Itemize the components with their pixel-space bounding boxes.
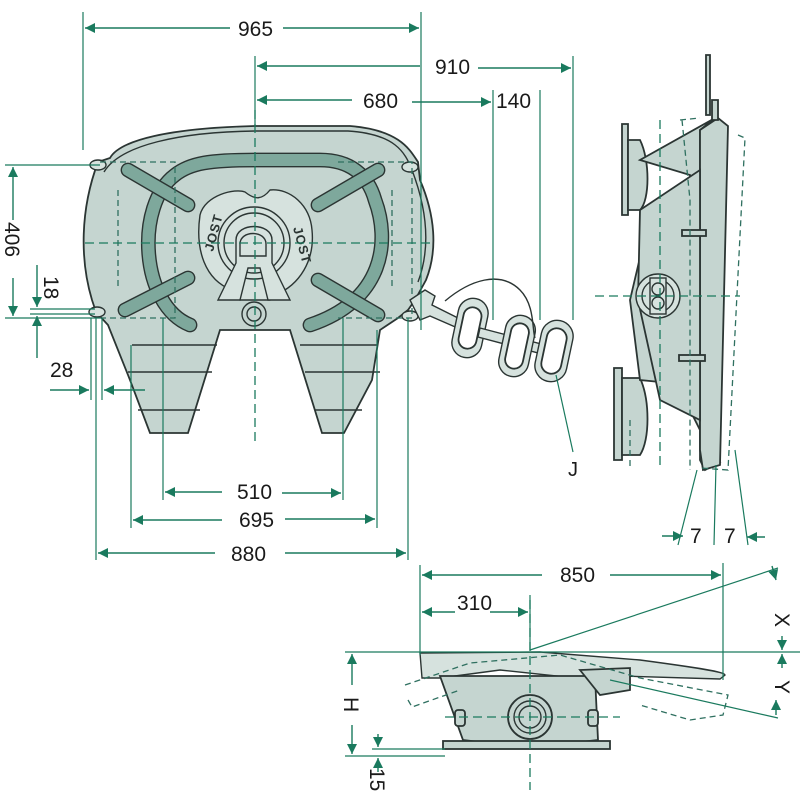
top-view: JOST JOST J 965 910 xyxy=(0,12,578,566)
lube-fitting xyxy=(241,301,267,327)
dim-inner-bolt-spacing: 510 xyxy=(237,481,272,504)
lube-groove-cross-right xyxy=(310,162,386,323)
left-horn-faces xyxy=(128,344,217,411)
dim-mount-hole-inset: 28 xyxy=(50,359,73,382)
front-view: 850 310 H 15 X Y xyxy=(339,563,800,791)
dim-outer-width: 880 xyxy=(231,543,266,566)
dim-plate-length: 850 xyxy=(560,564,595,587)
side-view: 7 7 xyxy=(595,54,765,548)
dim-tilt-back: 7 xyxy=(724,525,736,548)
mount-bracket-lower xyxy=(613,367,623,461)
lube-groove-cross-left xyxy=(117,162,196,318)
dim-tilt-down-label: Y xyxy=(770,680,793,694)
mount-lug xyxy=(401,161,419,173)
hidden-mount-outline-right xyxy=(338,161,413,319)
dim-mount-hole-offset: 18 xyxy=(39,276,62,299)
dim-overall-width: 965 xyxy=(238,18,273,41)
dim-kingpin-offset: 310 xyxy=(457,592,492,615)
leader-line-j xyxy=(555,374,574,453)
handle-label: J xyxy=(568,459,578,481)
plate-inner-rim xyxy=(103,130,427,283)
release-handle xyxy=(409,278,574,383)
dim-height-front: 406 xyxy=(0,222,23,257)
hidden-mount-outline-left xyxy=(100,161,176,319)
base-plate xyxy=(442,740,611,750)
dim-base-thickness: 15 xyxy=(365,768,388,791)
side-stop xyxy=(681,229,707,237)
dim-handle-offset: 140 xyxy=(496,90,531,113)
front-plate xyxy=(419,651,726,680)
front-extension-lines xyxy=(345,563,800,757)
dim-tilt-up-label: X xyxy=(770,613,793,627)
dim-height-label: H xyxy=(339,697,362,712)
dim-middle-bolt-spacing: 695 xyxy=(239,509,274,532)
dim-kingpin-to-handle: 680 xyxy=(363,90,398,113)
dim-tilt-front: 7 xyxy=(690,525,702,548)
kingpin-slot xyxy=(216,225,292,301)
dim-kingpin-to-handle-end: 910 xyxy=(435,56,470,79)
extension-lines-top xyxy=(82,12,574,330)
mount-bracket-upper xyxy=(621,123,629,216)
extension-lines-bottom xyxy=(95,318,409,560)
handle-lever xyxy=(705,54,711,116)
side-plate xyxy=(699,116,729,472)
